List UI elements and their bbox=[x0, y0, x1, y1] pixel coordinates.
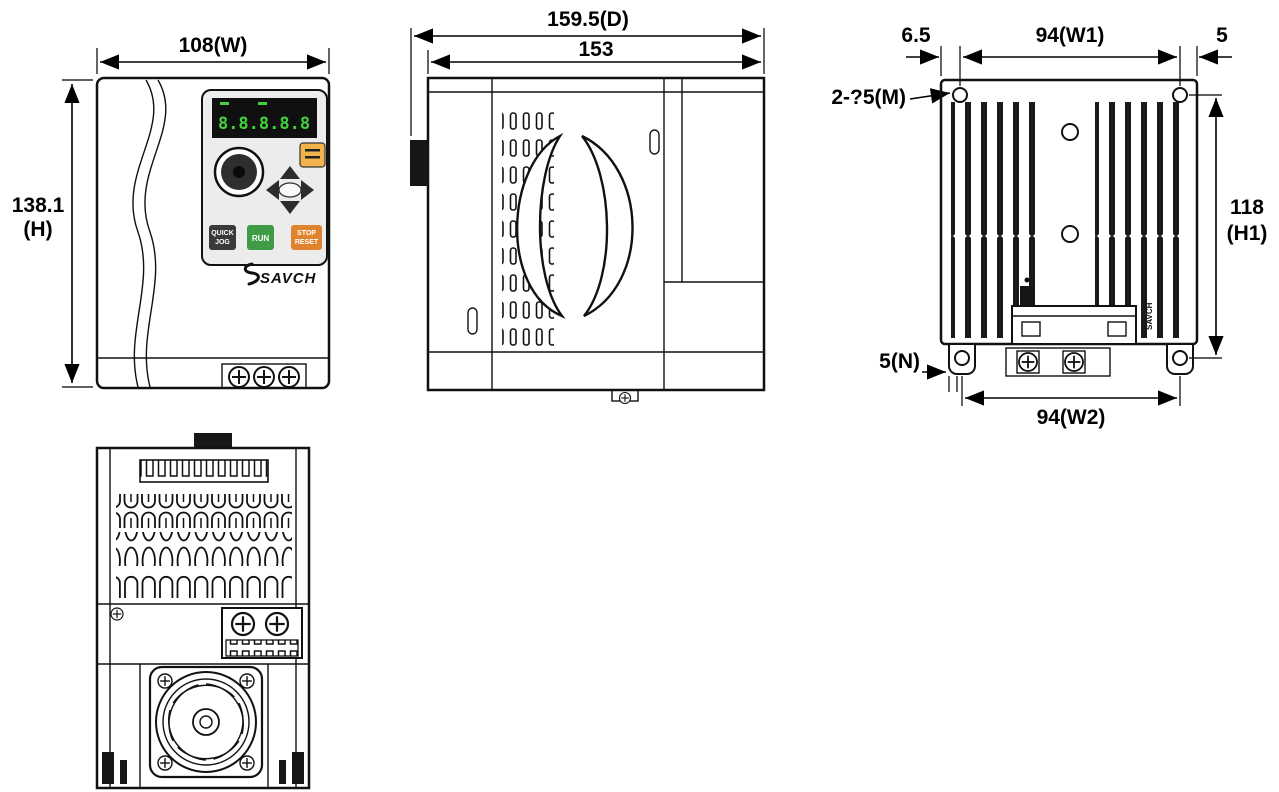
brand-wordmark: SAVCH bbox=[260, 270, 317, 287]
back-screw-row bbox=[1005, 347, 1111, 377]
back-bottom-dimension: 94(W2) bbox=[961, 376, 1181, 429]
fan-blades bbox=[168, 683, 244, 761]
fan-screw-icon bbox=[239, 755, 255, 771]
dim-94w2-label: 94(W2) bbox=[1037, 406, 1106, 429]
dim-5n-label: 5(N) bbox=[879, 350, 920, 373]
down-arrow-key-icon bbox=[280, 201, 300, 214]
side-swirl-logo-right bbox=[581, 134, 634, 318]
left-arrow-key-icon bbox=[266, 180, 279, 200]
side-swirl-logo-left bbox=[515, 132, 566, 319]
back-small-component bbox=[1020, 286, 1034, 306]
dim-138h-value-label: 138.1 bbox=[12, 194, 65, 217]
fan-screw-icon bbox=[157, 755, 173, 771]
back-foot-right bbox=[1166, 343, 1194, 375]
back-top-dimensions: 6.5 94(W1) 5 bbox=[901, 24, 1232, 86]
side-bottom-foot bbox=[611, 389, 639, 405]
back-foot-left bbox=[948, 343, 976, 375]
fan-screw-icon bbox=[239, 673, 255, 689]
bottom-terminal-screw-icon bbox=[264, 611, 290, 637]
run-button: RUN bbox=[247, 225, 274, 250]
bottom-body bbox=[95, 446, 311, 790]
svg-text:JOG: JOG bbox=[215, 239, 230, 246]
side-mounting-tab bbox=[410, 140, 428, 186]
mounting-hole-note: 2-?5(M) bbox=[831, 86, 951, 109]
terminal-screw-icon bbox=[278, 366, 300, 388]
bottom-feet bbox=[102, 752, 304, 784]
brand-logo: SAVCH bbox=[243, 262, 317, 287]
dim-108w-label: 108(W) bbox=[179, 34, 248, 57]
back-height-dimension: 118 (H1) bbox=[1189, 94, 1268, 359]
mounting-hole-top-left bbox=[952, 87, 968, 103]
dim-94w1-label: 94(W1) bbox=[1036, 24, 1105, 47]
svg-text:RUN: RUN bbox=[252, 234, 270, 243]
heatsink-fins-right bbox=[1095, 102, 1189, 338]
mounting-hole-top-right bbox=[1172, 87, 1188, 103]
quick-jog-button: QUICK JOG bbox=[209, 225, 236, 250]
front-body bbox=[95, 76, 331, 390]
side-slot-lower bbox=[467, 307, 478, 335]
dim-159d-label: 159.5(D) bbox=[547, 8, 629, 31]
svg-text:STOP: STOP bbox=[297, 230, 316, 237]
side-view: 159.5(D) 153 bbox=[410, 8, 766, 405]
center-hole-upper bbox=[1061, 123, 1079, 141]
dim-138h-suffix-label: (H) bbox=[23, 218, 52, 241]
vent-row-1 bbox=[116, 494, 292, 528]
front-wave-line-2 bbox=[132, 79, 155, 388]
front-keypad: 8.8.8.8.8 bbox=[201, 89, 328, 266]
back-terminal-screw-icon bbox=[1064, 352, 1084, 372]
side-depth-dimension: 159.5(D) 153 bbox=[410, 8, 765, 136]
display-digits: 8.8.8.8.8 bbox=[218, 114, 310, 134]
svg-text:RESET: RESET bbox=[295, 239, 319, 246]
front-height-dimension: 138.1 (H) bbox=[12, 79, 93, 388]
terminal-ribs bbox=[225, 639, 299, 657]
side-body bbox=[426, 76, 766, 392]
front-width-dimension: 108(W) bbox=[96, 34, 330, 74]
dim-6-5-label: 6.5 bbox=[901, 24, 931, 47]
bottom-terminal-screw-icon bbox=[230, 611, 256, 637]
mode-button bbox=[299, 142, 326, 168]
right-arrow-key-icon bbox=[301, 180, 314, 200]
bottom-view bbox=[95, 433, 311, 790]
bottom-top-tab bbox=[194, 433, 232, 448]
dim-153-label: 153 bbox=[578, 38, 613, 61]
svg-text:QUICK: QUICK bbox=[211, 230, 234, 237]
enter-key bbox=[278, 182, 302, 198]
center-hole-lower bbox=[1061, 225, 1079, 243]
setting-knob bbox=[213, 146, 265, 198]
display-indicator-right bbox=[258, 102, 267, 105]
back-view: 6.5 94(W1) 5 2-?5(M) SAVCH bbox=[831, 24, 1267, 429]
brand-logo-icon bbox=[243, 262, 260, 286]
small-detail-dot bbox=[1024, 277, 1030, 283]
side-slot-upper bbox=[649, 129, 660, 155]
front-terminal-block bbox=[221, 363, 307, 389]
vent-row-2 bbox=[116, 532, 292, 566]
side-rail-screw-icon bbox=[110, 607, 124, 621]
back-brand-wordmark: SAVCH bbox=[1145, 302, 1154, 330]
terminal-screw-icon bbox=[228, 366, 250, 388]
terminal-screw-icon bbox=[253, 366, 275, 388]
dim-118-suffix-label: (H1) bbox=[1227, 222, 1268, 245]
cooling-fan bbox=[148, 665, 264, 779]
hole-note-label: 2-?5(M) bbox=[831, 86, 906, 109]
bottom-terminal-block bbox=[221, 607, 303, 659]
back-terminal-cover bbox=[1011, 305, 1137, 345]
stop-reset-button: STOP RESET bbox=[291, 225, 322, 250]
dim-5-label: 5 bbox=[1216, 24, 1228, 47]
back-terminal-screw-icon bbox=[1018, 352, 1038, 372]
fan-screw-icon bbox=[157, 673, 173, 689]
front-wave-line-1 bbox=[144, 79, 167, 388]
back-slot-dimension: 5(N) bbox=[879, 350, 958, 392]
arrow-key-cluster bbox=[266, 166, 314, 214]
front-view: 108(W) 138.1 (H) 8.8.8.8.8 bbox=[12, 34, 331, 390]
up-arrow-key-icon bbox=[280, 166, 300, 179]
bottom-grille bbox=[139, 459, 269, 483]
vent-row-3 bbox=[116, 570, 292, 600]
display-indicator-left bbox=[220, 102, 229, 105]
dim-118-value-label: 118 bbox=[1230, 196, 1264, 219]
